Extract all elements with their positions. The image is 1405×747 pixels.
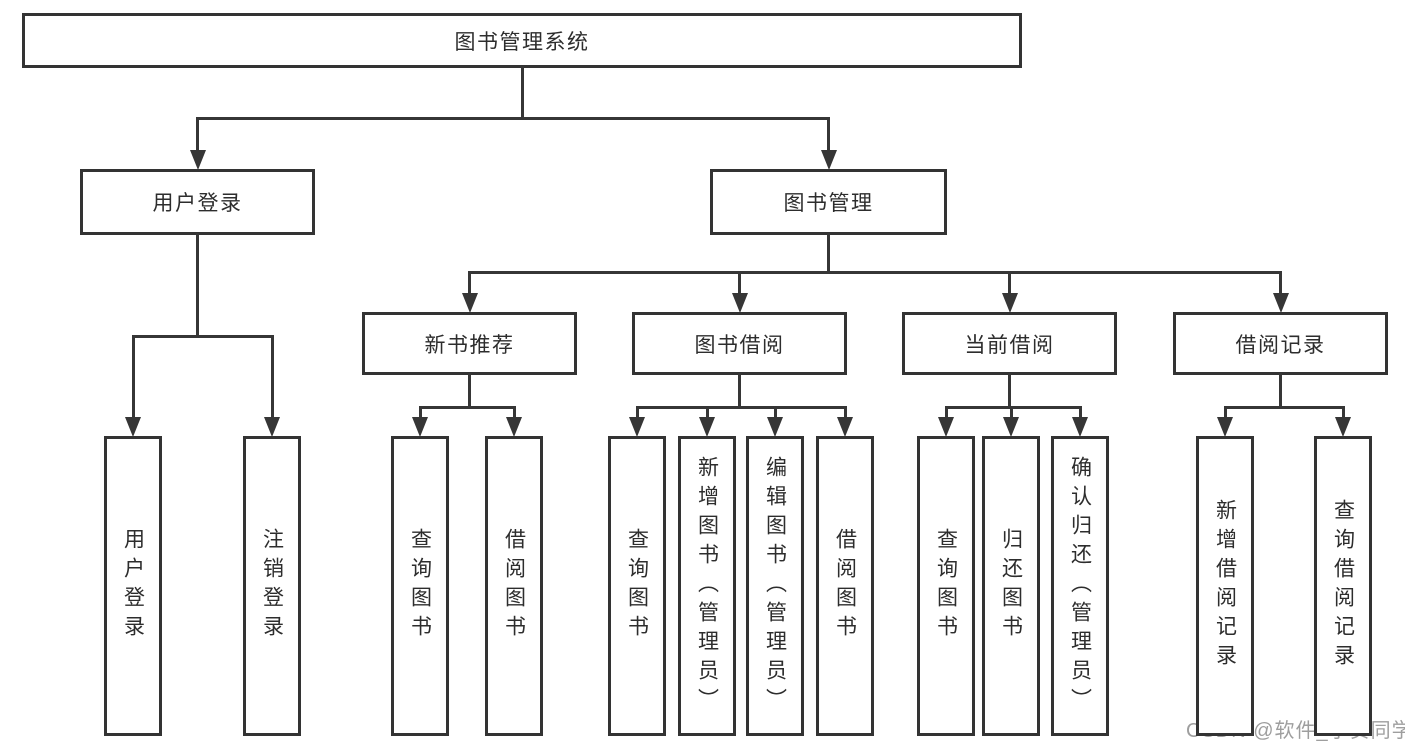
node-label-new-book-recommend: 新书推荐 [424, 333, 515, 357]
connector-drop-leaf-add-borrow-record [1223, 407, 1227, 422]
arrow-down-icon [125, 417, 141, 437]
node-label-current-borrow: 当前借阅 [964, 333, 1055, 357]
arrow-down-icon [731, 293, 748, 313]
arrow-down-icon [1003, 417, 1019, 437]
connector-drop-leaf-query-book-current [944, 407, 948, 422]
diagram-node-current-borrow: 当前借阅 [902, 312, 1117, 375]
diagram-node-leaf-user-login: 用户登录 [104, 436, 162, 736]
diagram-node-leaf-logout: 注销登录 [243, 436, 301, 736]
connector-trunk-book-borrow [635, 405, 847, 409]
connector-drop-book-mgmt-module [827, 118, 830, 155]
node-label-leaf-query-book-borrow: 查询图书 [625, 528, 649, 644]
arrow-down-icon [461, 293, 478, 313]
connector-trunk-new-book-recommend [418, 405, 516, 409]
connector-drop-leaf-borrow-book-recommend [512, 407, 516, 422]
connector-drop-leaf-return-book [1009, 407, 1013, 422]
node-label-leaf-query-borrow-record: 查询借阅记录 [1331, 499, 1355, 673]
connector-drop-leaf-edit-book-admin [773, 407, 777, 422]
arrow-down-icon [629, 417, 645, 437]
connector-drop-leaf-query-book-borrow [635, 407, 639, 422]
arrow-down-icon [1335, 417, 1351, 437]
arrow-down-icon [837, 417, 853, 437]
node-label-leaf-user-login: 用户登录 [121, 528, 145, 644]
connector-stem-user-login-module [196, 233, 199, 338]
diagram-node-system-root: 图书管理系统 [22, 13, 1022, 68]
arrow-down-icon [1072, 417, 1088, 437]
node-label-leaf-query-book-current: 查询图书 [934, 528, 958, 644]
arrow-down-icon [938, 417, 954, 437]
node-label-user-login-module: 用户登录 [152, 192, 243, 215]
diagram-node-leaf-query-book-borrow: 查询图书 [608, 436, 666, 736]
diagram-node-book-borrow: 图书借阅 [632, 312, 847, 375]
connector-drop-leaf-confirm-return-admin [1078, 407, 1082, 422]
arrow-down-icon [189, 150, 206, 170]
node-label-borrow-records: 借阅记录 [1235, 333, 1326, 357]
arrow-down-icon [1001, 293, 1018, 313]
node-label-book-borrow: 图书借阅 [694, 333, 785, 357]
arrow-down-icon [1272, 293, 1289, 313]
diagram-node-leaf-borrow-book-2: 借阅图书 [816, 436, 874, 736]
connector-trunk-current-borrow [944, 405, 1082, 409]
diagram-node-leaf-query-book-recommend: 查询图书 [391, 436, 449, 736]
diagram-node-borrow-records: 借阅记录 [1173, 312, 1388, 375]
diagram-node-book-mgmt-module: 图书管理 [710, 169, 947, 235]
connector-drop-leaf-borrow-book-2 [843, 407, 847, 422]
node-label-system-root: 图书管理系统 [454, 30, 590, 54]
diagram-node-leaf-confirm-return-admin: 确认归还（管理员） [1051, 436, 1109, 736]
diagram-node-user-login-module: 用户登录 [80, 169, 315, 235]
connector-drop-new-book-recommend [468, 272, 471, 298]
node-label-book-mgmt-module: 图书管理 [783, 192, 874, 215]
connector-drop-leaf-user-login [131, 336, 135, 422]
connector-stem-book-borrow [738, 373, 741, 409]
diagram-node-leaf-add-borrow-record: 新增借阅记录 [1196, 436, 1254, 736]
diagram-node-leaf-return-book: 归还图书 [982, 436, 1040, 736]
arrow-down-icon [699, 417, 715, 437]
connector-drop-leaf-query-book-recommend [418, 407, 422, 422]
arrow-down-icon [767, 417, 783, 437]
connector-trunk-book-mgmt-module [468, 270, 1282, 274]
connector-drop-leaf-query-borrow-record [1341, 407, 1345, 422]
connector-stem-system-root [520, 66, 524, 120]
node-label-leaf-return-book: 归还图书 [999, 528, 1023, 644]
connector-trunk-user-login-module [131, 334, 274, 338]
connector-trunk-borrow-records [1223, 405, 1345, 409]
diagram-node-leaf-query-borrow-record: 查询借阅记录 [1314, 436, 1372, 736]
diagram-node-leaf-edit-book-admin: 编辑图书（管理员） [746, 436, 804, 736]
connector-stem-new-book-recommend [468, 373, 471, 409]
node-label-leaf-logout: 注销登录 [260, 528, 284, 644]
connector-drop-leaf-logout [270, 336, 274, 422]
node-label-leaf-borrow-book-2: 借阅图书 [833, 528, 857, 644]
diagram-node-new-book-recommend: 新书推荐 [362, 312, 577, 375]
arrow-down-icon [506, 417, 522, 437]
node-label-leaf-add-book-admin: 新增图书（管理员） [695, 455, 719, 717]
connector-drop-current-borrow [1008, 272, 1011, 298]
connector-drop-user-login-module [196, 118, 199, 155]
connector-stem-current-borrow [1008, 373, 1011, 409]
arrow-down-icon [1217, 417, 1233, 437]
node-label-leaf-add-borrow-record: 新增借阅记录 [1213, 499, 1237, 673]
diagram-node-leaf-borrow-book-recommend: 借阅图书 [485, 436, 543, 736]
diagram-node-leaf-query-book-current: 查询图书 [917, 436, 975, 736]
diagram-node-leaf-add-book-admin: 新增图书（管理员） [678, 436, 736, 736]
node-label-leaf-edit-book-admin: 编辑图书（管理员） [763, 455, 787, 717]
connector-trunk-system-root [196, 116, 830, 120]
connector-drop-book-borrow [738, 272, 741, 298]
node-label-leaf-confirm-return-admin: 确认归还（管理员） [1068, 455, 1092, 717]
connector-stem-borrow-records [1279, 373, 1282, 409]
node-label-leaf-query-book-recommend: 查询图书 [408, 528, 432, 644]
arrow-down-icon [820, 150, 837, 170]
connector-drop-borrow-records [1279, 272, 1282, 298]
arrow-down-icon [264, 417, 280, 437]
connector-stem-book-mgmt-module [827, 233, 830, 274]
node-label-leaf-borrow-book-recommend: 借阅图书 [502, 528, 526, 644]
connector-drop-leaf-add-book-admin [705, 407, 709, 422]
arrow-down-icon [412, 417, 428, 437]
